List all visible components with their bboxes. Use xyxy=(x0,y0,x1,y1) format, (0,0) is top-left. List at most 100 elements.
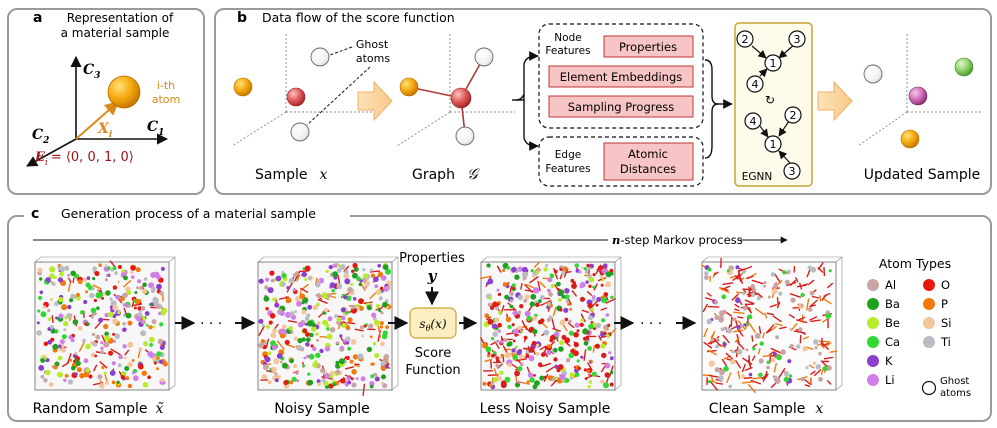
svg-text:1: 1 xyxy=(770,138,777,151)
flow-arrow-sample-to-graph xyxy=(357,80,393,122)
noisy-sample-label: Noisy Sample xyxy=(274,401,369,417)
svg-text:3: 3 xyxy=(794,33,801,46)
legend-ghost-line2: atoms xyxy=(940,388,971,399)
updated-sample-axes xyxy=(857,32,982,147)
sample-atom-red xyxy=(286,87,306,107)
sample-ghost-atom-bottom xyxy=(290,122,310,142)
svg-text:2: 2 xyxy=(742,33,749,46)
legend-label-ca: Ca xyxy=(885,335,900,349)
node-features-line1: Node xyxy=(554,32,581,44)
merge-brace xyxy=(704,59,719,159)
egnn-cycle-icon: ↻ xyxy=(765,93,775,107)
legend-label-al: Al xyxy=(885,278,896,292)
axis-c2-label: C2 xyxy=(32,127,49,146)
updated-atom-pink xyxy=(908,86,928,106)
panel-b: b Data flow of the score function Ghost … xyxy=(214,8,992,195)
egnn-graph-bottom: 4 2 1 3 xyxy=(744,106,802,180)
feature-brace xyxy=(515,55,537,147)
svg-text:4: 4 xyxy=(752,78,759,91)
panel-a-frame xyxy=(7,8,205,195)
updated-atom-orange xyxy=(900,129,920,149)
position-vector xyxy=(75,101,120,140)
legend-label-si: Si xyxy=(941,316,952,330)
legend-swatch-si xyxy=(923,317,935,329)
legend-title: Atom Types xyxy=(879,256,951,271)
legend-label-ti: Ti xyxy=(940,335,951,349)
dots-2: · · · xyxy=(640,316,662,332)
properties-label: Properties xyxy=(399,251,465,266)
panel-b-letter: b xyxy=(237,10,247,26)
legend-swatch-al xyxy=(867,279,879,291)
sampling-progress-box xyxy=(548,95,694,118)
legend-ghost-line1: Ghost xyxy=(940,376,969,387)
score-function-box xyxy=(409,307,457,339)
legend-swatch-p xyxy=(923,298,935,310)
element-embeddings-box xyxy=(548,65,694,88)
element-embeddings-label: Element Embeddings xyxy=(560,70,683,84)
legend-swatch-k xyxy=(867,355,879,367)
atomic-distances-line2: Distances xyxy=(620,162,676,176)
ghost-label-line1: Ghost xyxy=(356,38,389,51)
score-function-line1: Score xyxy=(415,346,451,361)
edge-features-line1: Edge xyxy=(555,149,581,161)
legend-label-ba: Ba xyxy=(885,297,900,311)
atom-label-line2: atom xyxy=(152,93,181,106)
svg-text:2: 2 xyxy=(790,109,797,122)
flow-arrow-egnn-to-updated xyxy=(817,80,853,122)
dots-1: · · · xyxy=(200,316,222,332)
legend-swatch-li xyxy=(867,374,879,386)
legend-ghost-atom-icon xyxy=(921,380,937,396)
egnn-label: EGNN xyxy=(742,171,772,183)
graph-axes xyxy=(396,32,515,147)
legend-swatch-be xyxy=(867,317,879,329)
updated-sample-label: Updated Sample xyxy=(864,167,981,183)
clean-sample-structure xyxy=(701,256,843,394)
legend-swatch-ba xyxy=(867,298,879,310)
properties-box-label: Properties xyxy=(619,40,677,54)
sample-atom-orange xyxy=(233,77,253,97)
noisy-sample-structure xyxy=(257,256,399,396)
graph-node-red xyxy=(450,87,472,109)
axis-c1-label: C1 xyxy=(147,119,164,138)
egnn-box xyxy=(734,22,813,187)
properties-symbol: y xyxy=(427,267,438,285)
panel-b-frame xyxy=(214,8,992,195)
panel-a-title-line2: a material sample xyxy=(61,26,170,40)
legend-label-li: Li xyxy=(885,373,895,387)
panel-a: a Representation of a material sample C3… xyxy=(7,8,205,195)
svg-text:3: 3 xyxy=(789,165,796,178)
updated-atom-green xyxy=(954,57,974,77)
graph-edges xyxy=(408,56,485,135)
less-noisy-sample-structure xyxy=(479,256,622,391)
legend-label-p: P xyxy=(941,297,948,311)
legend-label-k: K xyxy=(885,354,893,368)
node-features-box xyxy=(538,23,704,129)
panel-c-title: Generation process of a material sample xyxy=(61,206,316,221)
atomic-distances-line1: Atomic xyxy=(628,147,668,161)
legend-swatch-ti xyxy=(923,336,935,348)
legend-label-be: Be xyxy=(885,316,900,330)
panel-a-letter: a xyxy=(33,10,42,26)
graph-node-orange xyxy=(399,77,419,97)
legend-label-o: O xyxy=(941,278,950,292)
score-function-line2: Function xyxy=(405,363,460,378)
sample-axes xyxy=(231,32,382,147)
panel-c: c Generation process of a material sampl… xyxy=(7,206,992,422)
svg-text:1: 1 xyxy=(770,57,777,70)
updated-atom-ghost xyxy=(863,64,883,84)
edge-features-box xyxy=(538,136,704,187)
panel-c-frame xyxy=(7,215,992,422)
graph-node-ghost-bottom xyxy=(455,126,475,146)
svg-text:4: 4 xyxy=(750,115,757,128)
egnn-graph-top: 2 3 1 4 xyxy=(736,30,806,93)
legend-swatch-ca xyxy=(867,336,879,348)
atom-i xyxy=(107,75,141,109)
edge-features-line2: Features xyxy=(545,163,590,175)
atomic-distances-box xyxy=(603,142,694,181)
random-sample-structure xyxy=(34,256,176,391)
atom-label-line1: i-th xyxy=(157,79,175,92)
